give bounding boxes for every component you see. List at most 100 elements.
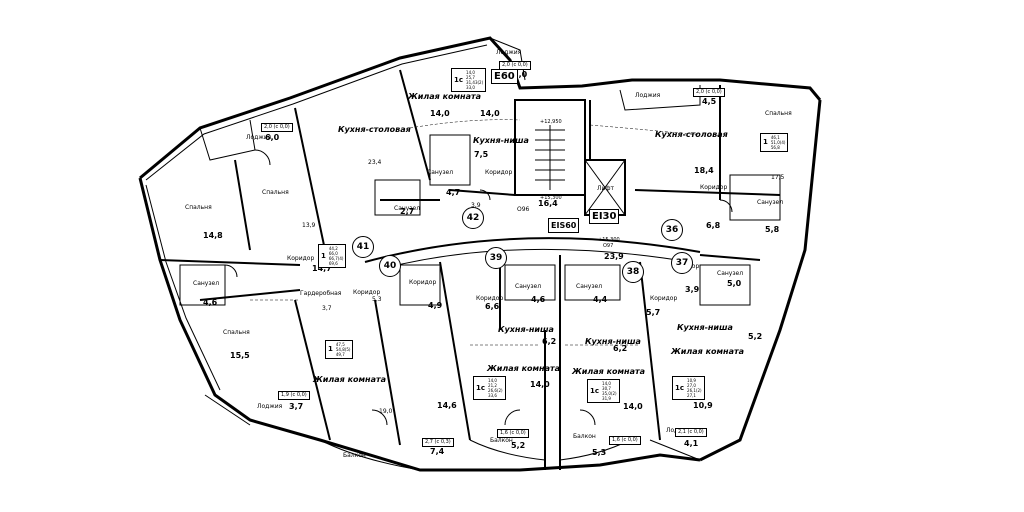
apartment-card: 1с 10,9 27,0 26,1(2) 27,1 [672,376,705,400]
area-label: 3,7 [289,402,304,411]
apartment-card: 1 46,1 51,0(4) 56,8 [760,133,789,152]
area-label: 3,0 [513,70,528,79]
apartment-card-type: 1 [321,251,326,260]
area-label: 5,2 [511,441,526,450]
room-name-balcony: Балкон [490,437,513,444]
room-name-loggia: Лоджия [257,403,283,410]
apartment-number-marker: 42 [462,207,484,229]
area-label: 6,8 [706,221,721,230]
area-label: 10,9 [693,401,713,410]
apartment-card: 1 44,2 66,0 66,7(4) 69,6 [318,244,347,268]
apartment-card-value: 56,8 [770,145,780,150]
apartment-card: 1с 14,0 30,7 35,0(2) 31,9 [587,379,620,403]
apartment-card-value: 21,2 [488,383,497,388]
room-name-kitchen-niche: Кухня-ниша [473,136,529,145]
room-name-balcony: Балкон [343,452,366,459]
room-name-corridor: Коридор [476,295,504,302]
area-label: 7,5 [474,150,489,159]
area-label: 14,0 [480,109,500,118]
room-name-living: Жилая комната [572,367,646,376]
fire-rating-tag: EIS60 [548,218,580,233]
room-name-corridor: Коридор [700,184,728,191]
apartment-card: 1 47,5 54,8(5) 49,7 [325,340,354,359]
apartment-card-value: 31,9 [602,396,611,401]
area-label: 2,7 [400,207,415,216]
area-label: 4,5 [702,97,717,106]
area-label: 4,6 [203,298,218,307]
room-name-kitchen-niche: Кухня-ниша [498,325,554,334]
apartment-card-value: 46,1 [770,135,780,140]
area-label: 14,6 [437,401,457,410]
area-label: 4,9 [428,301,443,310]
area-label: 14,7 [312,264,332,273]
loggia-dimension: 2,7 (с 0,3) [422,438,454,447]
area-label: 5,7 [646,308,661,317]
room-name-loggia: Лоджия [635,92,661,99]
area-label: 14,0 [530,380,550,389]
room-name-bathroom: Санузел [757,199,784,206]
area-label: 7,4 [430,447,445,456]
apartment-number-marker: 41 [352,236,374,258]
room-name-bedroom: Спальня [262,189,289,196]
apartment-card-value: 26,1(2) [687,388,702,393]
room-name-bathroom: Санузел [717,270,744,277]
room-name-kitchen-dining: Кухня-столовая [655,130,728,139]
room-name-loggia: Лоджия [496,49,522,56]
area-label: 6,6 [485,302,500,311]
apartment-number-marker: 38 [622,261,644,283]
loggia-dimension: 2,1 (с 0,0) [675,428,707,437]
area-label: 5,0 [727,279,742,288]
apartment-card-type: 1 [328,345,333,353]
apartment-card-value: 27,0 [687,383,696,388]
apartment-card-value: 47,5 [335,342,345,347]
apartment-card-type: 1с [476,383,486,392]
area-label: 15,5 [230,351,250,360]
apartment-card-value: 35,0(2) [602,391,617,396]
apartment-card-value: 14,0 [602,381,611,386]
elevation-mark: O96 [517,206,530,213]
area-label: 4,1 [684,439,699,448]
room-name-lift: Лифт [597,185,615,192]
room-name-kitchen-niche: Кухня-ниша [585,337,641,346]
area-label: 3,7 [322,305,332,312]
loggia-dimension: 1,6 (с 0,0) [609,436,641,445]
area-label: 3,9 [471,202,481,209]
room-name-living: Жилая комната [313,375,387,384]
apartment-card-value: 33,0 [466,85,475,90]
apartment-card-value: 14,0 [488,378,497,383]
apartment-card-value: 31,43(2) [466,80,484,85]
apartment-number-marker: 40 [379,255,401,277]
area-label: 3,9 [685,285,700,294]
room-name-corridor: Коридор [409,279,437,286]
area-label: 16,4 [538,199,558,208]
room-name-kitchen-niche: Кухня-ниша [677,323,733,332]
room-name-bathroom: Санузел [427,169,454,176]
apartment-card-type: 1с [590,386,600,395]
area-label: 5,2 [748,332,763,341]
loggia-dimension: 1,9 (с 0,0) [278,391,310,400]
apartment-card-value: 51,0(4) [770,140,786,145]
apartment-card-value: 54,8(5) [335,347,351,352]
elevation-mark: +15,300 [598,237,620,243]
area-label: 5,8 [765,225,780,234]
area-label: 5,3 [592,448,607,457]
apartment-number-marker: 39 [485,247,507,269]
room-name-bedroom: Спальня [185,204,212,211]
room-name-corridor: Коридор [650,295,678,302]
room-name-bedroom: Спальня [765,110,792,117]
room-name-living: Жилая комната [487,364,561,373]
room-name-kitchen-dining: Кухня-столовая [338,125,411,134]
room-name-corridor: Коридор [485,169,513,176]
room-name-living: Жилая комната [671,347,745,356]
area-label: 14,8 [203,231,223,240]
area-label: 19,0 [379,408,393,415]
room-name-bathroom: Санузел [515,283,542,290]
apartment-card: 1с 14,0 21,2 26,6(2) 33,6 [473,376,506,400]
apartment-card-value: 66,7(4) [328,256,344,261]
apartment-card-value: 49,7 [335,352,345,357]
area-label: 4,4 [593,295,608,304]
area-label: 6,2 [613,344,628,353]
apartment-card-value: 10,9 [687,378,696,383]
room-name-living: Жилая комната [408,92,482,101]
